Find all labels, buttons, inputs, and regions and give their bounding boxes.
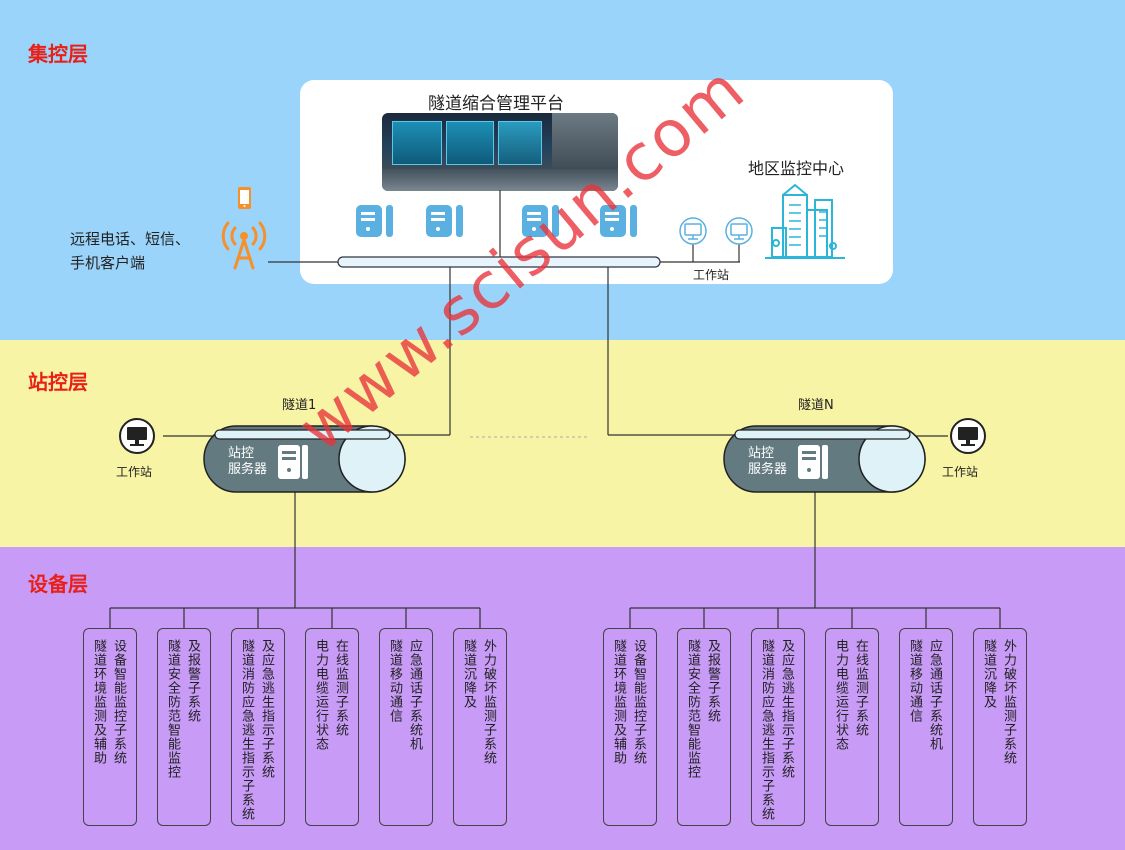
platform-bus [337, 256, 661, 268]
workstation-icon [119, 418, 155, 454]
platform-title: 隧道缩合管理平台 [428, 94, 564, 114]
subsystem-box: 隧道环境监测及辅助 设备智能监控子系统 [83, 628, 137, 826]
monitor-icon [679, 217, 707, 245]
monitor-icon [725, 217, 753, 245]
tunnel-n-cylinder [723, 425, 926, 493]
subsystem-box: 隧道安全防范智能监控 及报警子系统 [677, 628, 731, 826]
subsystem-box: 隧道沉降及 外力破坏监测子系统 [973, 628, 1027, 826]
tunnel-n-workstation-label: 工作站 [942, 465, 979, 479]
server-icon [426, 205, 463, 237]
tunnel-1-workstation-label: 工作站 [116, 465, 153, 479]
subsystem-box: 隧道沉降及 外力破坏监测子系统 [453, 628, 507, 826]
remote-client-label-line1: 远程电话、短信、 [70, 230, 191, 248]
workstation-icon [950, 418, 986, 454]
tunnel-1-server-label-line1: 站控 [228, 446, 255, 461]
subsystem-box: 隧道消防应急逃生指示子系统 及应急逃生指示子系统 [231, 628, 285, 826]
tunnel-n-server-label-line2: 服务器 [748, 462, 788, 477]
subsystem-box: 隧道移动通信 应急通话子系统机 [379, 628, 433, 826]
tunnel-n-label: 隧道N [798, 398, 834, 413]
tunnel-1-label: 隧道1 [282, 398, 317, 413]
layer-label-central: 集控层 [28, 42, 88, 66]
layer-label-station: 站控层 [28, 370, 88, 394]
subsystem-box: 隧道安全防范智能监控 及报警子系统 [157, 628, 211, 826]
station-control-layer [0, 340, 1125, 547]
subsystem-box: 隧道消防应急逃生指示子系统 及应急逃生指示子系统 [751, 628, 805, 826]
server-icon [522, 205, 559, 237]
server-icon [356, 205, 393, 237]
mobile-phone-icon [238, 187, 251, 209]
subsystem-box: 电力电缆运行状态 在线监测子系统 [305, 628, 359, 826]
control-room-photo [382, 113, 618, 191]
layer-label-device: 设备层 [28, 572, 88, 596]
regional-center-label: 地区监控中心 [748, 159, 845, 178]
tunnel-n-server-label-line1: 站控 [748, 446, 775, 461]
remote-client-label-line2: 手机客户端 [70, 254, 146, 272]
platform-workstation-label: 工作站 [693, 268, 730, 282]
tunnel-1-server-label-line2: 服务器 [228, 462, 268, 477]
tunnel-1-cylinder [203, 425, 406, 493]
server-icon [600, 205, 637, 237]
subsystem-box: 隧道环境监测及辅助 设备智能监控子系统 [603, 628, 657, 826]
signal-tower-icon [221, 221, 267, 270]
city-building-icon [765, 183, 845, 259]
subsystem-box: 隧道移动通信 应急通话子系统机 [899, 628, 953, 826]
subsystem-box: 电力电缆运行状态 在线监测子系统 [825, 628, 879, 826]
